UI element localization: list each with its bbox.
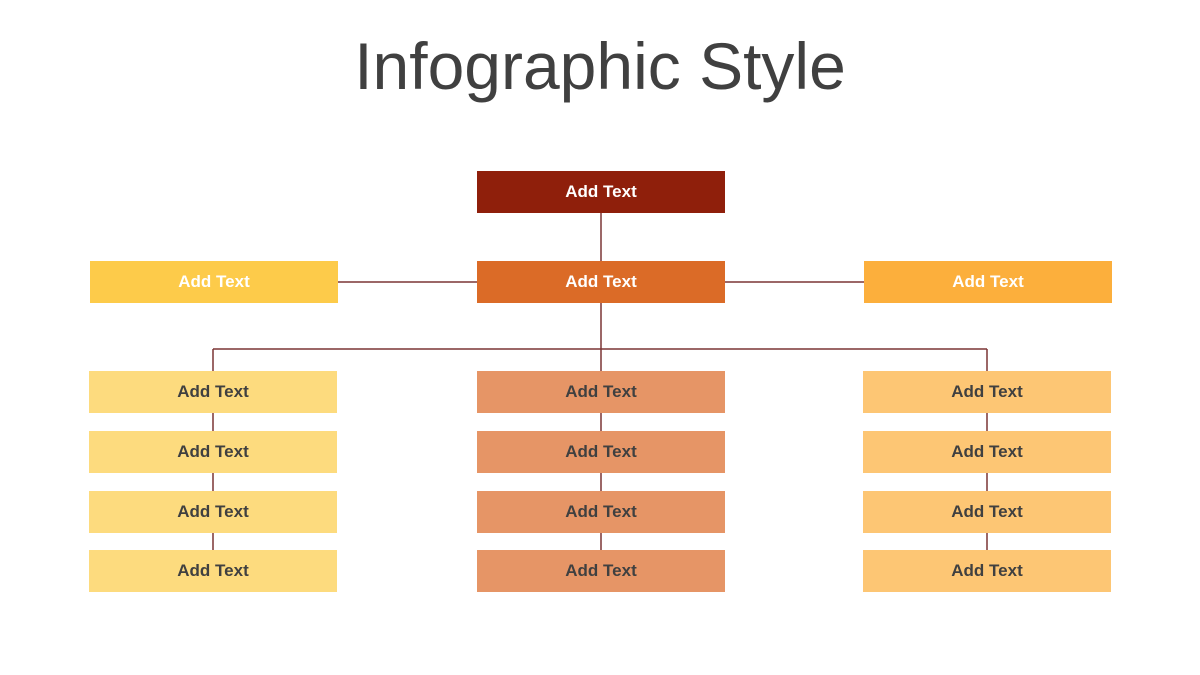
center-node-label: Add Text: [565, 272, 637, 291]
center-column-item-label: Add Text: [565, 382, 637, 401]
right-column-item-4[interactable]: Add Text: [863, 550, 1111, 592]
left-column-item-4[interactable]: Add Text: [89, 550, 337, 592]
center-column-item-label: Add Text: [565, 561, 637, 580]
left-column-item-1[interactable]: Add Text: [89, 371, 337, 413]
top-node[interactable]: Add Text: [477, 171, 725, 213]
left-node[interactable]: Add Text: [90, 261, 338, 303]
right-column-item-3[interactable]: Add Text: [863, 491, 1111, 533]
left-column-item-3[interactable]: Add Text: [89, 491, 337, 533]
center-column-item-label: Add Text: [565, 502, 637, 521]
center-column-item-label: Add Text: [565, 442, 637, 461]
right-column-item-1[interactable]: Add Text: [863, 371, 1111, 413]
left-column-item-label: Add Text: [177, 502, 249, 521]
left-column-item-2[interactable]: Add Text: [89, 431, 337, 473]
right-column-item-label: Add Text: [951, 502, 1023, 521]
left-node-label: Add Text: [178, 272, 250, 291]
left-column-item-label: Add Text: [177, 561, 249, 580]
left-column-item-label: Add Text: [177, 382, 249, 401]
left-column-item-label: Add Text: [177, 442, 249, 461]
center-column-item-4[interactable]: Add Text: [477, 550, 725, 592]
center-node[interactable]: Add Text: [477, 261, 725, 303]
right-column-item-label: Add Text: [951, 561, 1023, 580]
right-column-item-label: Add Text: [951, 442, 1023, 461]
page-title: Infographic Style: [354, 29, 846, 103]
center-column-item-2[interactable]: Add Text: [477, 431, 725, 473]
top-node-label: Add Text: [565, 182, 637, 201]
right-column-item-label: Add Text: [951, 382, 1023, 401]
right-column-item-2[interactable]: Add Text: [863, 431, 1111, 473]
right-node-label: Add Text: [952, 272, 1024, 291]
center-column-item-3[interactable]: Add Text: [477, 491, 725, 533]
center-column-item-1[interactable]: Add Text: [477, 371, 725, 413]
right-node[interactable]: Add Text: [864, 261, 1112, 303]
